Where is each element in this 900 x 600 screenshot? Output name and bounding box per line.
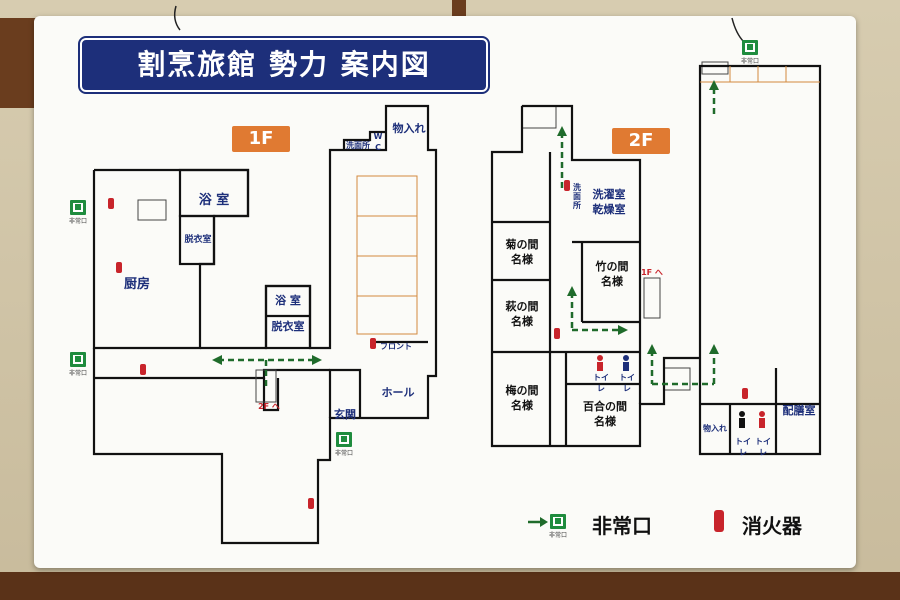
room-label-hall: ホール [381,386,415,399]
toilet-man-icon-body [739,418,745,428]
stairs-label-2f: 2F へ [258,402,280,411]
room-label-washroom-2f: 洗面所 [573,183,581,210]
arrow-head-2f-mid [567,286,577,296]
hanging-wire-left [173,5,181,31]
exit-caption: 非常口 [69,218,88,225]
stairs-2f-right [701,61,729,75]
room-label-kitchen: 厨房 [123,277,150,292]
room-label-front: フロント [380,342,412,351]
room-label-dressing: 脱衣室 [184,235,212,245]
emergency-exit-icon [336,432,352,447]
stairs-1f-top [137,199,167,221]
extinguisher-icon [564,180,570,191]
room-label-dressing-small: 脱衣室 [271,320,305,333]
room-label-hagi: 萩の間 名様 [505,300,539,328]
tatami-1f [356,175,418,335]
wall-2f-outline [490,64,822,456]
stairs-2f-low [663,367,691,391]
wall-1f-lower [262,378,280,412]
extinguisher-icon [308,498,314,509]
legend-extinguisher-label: 消火器 [742,514,802,538]
room-label-serving: 配膳室 [782,404,816,417]
extinguisher-icon [742,388,748,399]
stairs-label-1f: 1F へ [641,268,663,277]
exit-caption: 非常口 [69,370,88,377]
arrow-head-1f-left [212,355,222,365]
room-label-wc: W C [373,132,383,152]
toilet-label: トイレ [619,373,635,393]
floor-badge-2f: 2F [612,128,670,154]
room-label-take: 竹の間 名様 [595,260,629,288]
room-label-ume: 梅の間 名様 [505,384,539,412]
toilet-woman-icon [597,355,603,361]
wall-1f-wc [342,130,386,150]
guide-board [34,16,856,568]
stairs-2f-mid [643,277,661,319]
toilet-label: トイレ [735,437,751,457]
room-label-kiku: 菊の間 名様 [505,238,539,266]
toilet-woman-icon-body [597,362,603,371]
toilet-woman-icon-body [759,418,765,428]
hanging-wire-right [731,17,745,43]
room-label-entrance: 玄関 [334,408,356,421]
toilet-man-icon [739,411,745,417]
emergency-exit-icon [742,40,758,55]
room-label-storage-2f: 物入れ [703,424,727,433]
arrow-head-2f-top [557,126,567,136]
arrow-head-2f-low3 [709,344,719,354]
exit-caption: 非常口 [741,58,760,65]
extinguisher-icon-legend [714,510,724,532]
emergency-exit-icon [70,352,86,367]
toilet-woman-icon [759,411,765,417]
toilet-man-icon-body [623,362,629,371]
arrow-head-legend [540,517,548,527]
wall-floor-strip [0,572,900,600]
toilet-man-icon [623,355,629,361]
room-label-bath: 浴 室 [198,193,230,208]
extinguisher-icon [108,198,114,209]
room-label-washroom: 洗面所 [346,141,370,150]
emergency-exit-icon-legend [550,514,566,529]
stairs-2f-top [521,105,557,129]
room-label-yuri: 百合の間 名様 [583,400,627,428]
legend-exit-label: 非常口 [592,514,652,538]
toilet-label: トイレ [755,437,771,457]
room-label-bath-small: 浴 室 [275,294,301,307]
room-label-storage: 物入れ [392,122,426,135]
page-title: 割烹旅館 勢力 案内図 [78,36,490,94]
wall-1f-corridor [94,368,330,380]
arrow-head-2f-mid2 [618,325,628,335]
extinguisher-icon [140,364,146,375]
exit-caption: 非常口 [335,450,354,457]
extinguisher-icon [554,328,560,339]
emergency-exit-icon [70,200,86,215]
wall-1f-entrance [328,368,362,418]
extinguisher-icon [116,262,122,273]
toilet-label: トイレ [593,373,609,393]
wall-beam-left [0,18,40,108]
exit-caption: 非常口 [549,532,568,539]
arrow-head-1f-right [312,355,322,365]
arrow-head-2f-low [647,344,657,354]
floor-badge-1f: 1F [232,126,290,152]
arrow-head-2f-right [709,80,719,90]
room-label-laundry: 洗濯室 乾燥室 [592,188,626,216]
wall-1f-dressing [178,214,216,266]
extinguisher-icon [370,338,376,349]
